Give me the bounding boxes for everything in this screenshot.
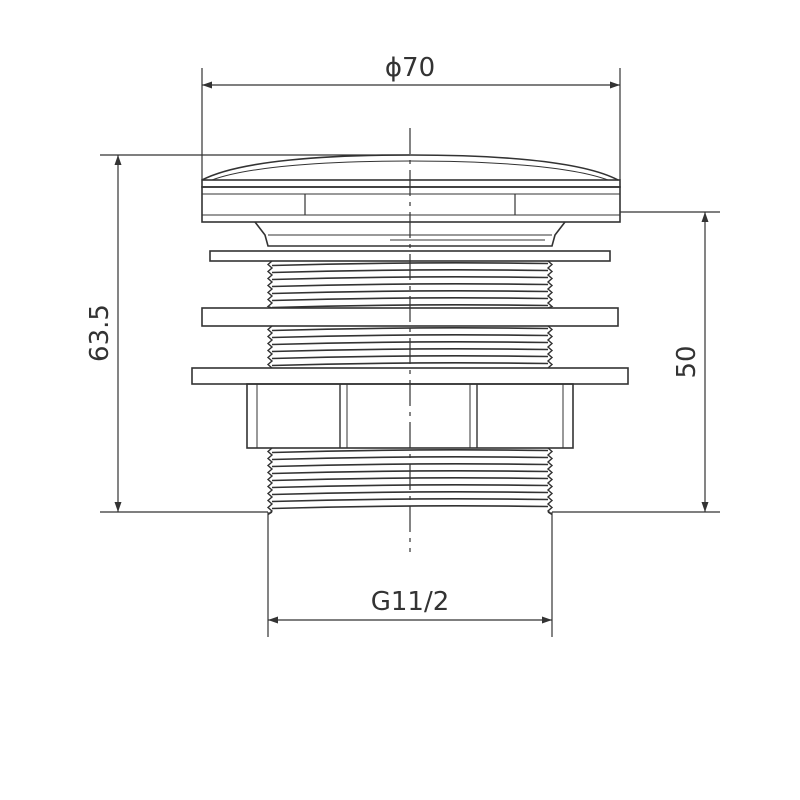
dimension-overall-height: 63.5 — [85, 154, 410, 513]
middle-thread — [266, 325, 554, 369]
dimension-thread-size: G11/2 — [267, 512, 553, 637]
bottom-thread — [266, 447, 554, 516]
dimension-top-diameter: ϕ70 — [201, 53, 621, 180]
upper-washer — [209, 250, 611, 262]
upper-thread — [266, 260, 554, 309]
hex-nut — [246, 383, 574, 449]
thread-size-label: G11/2 — [371, 587, 450, 617]
drain-neck — [254, 221, 566, 247]
drain-cap — [201, 154, 621, 223]
middle-washer — [201, 307, 619, 327]
top-diameter-label: ϕ70 — [385, 53, 435, 83]
dimension-body-height: 50 — [552, 211, 720, 513]
body-height-label: 50 — [672, 345, 702, 378]
overall-height-label: 63.5 — [85, 304, 115, 362]
